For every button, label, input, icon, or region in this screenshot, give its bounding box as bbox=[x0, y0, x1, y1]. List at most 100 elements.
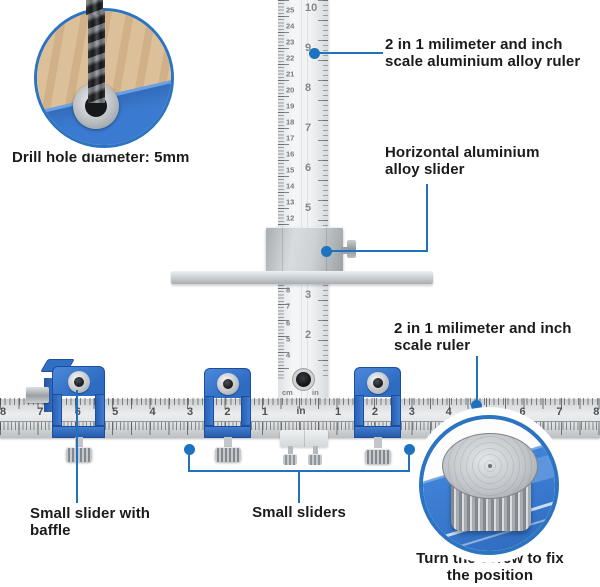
screw-stem bbox=[74, 437, 83, 448]
leader-line bbox=[188, 453, 190, 472]
slider-top bbox=[52, 366, 105, 396]
guide-hole bbox=[296, 372, 311, 387]
leader-line bbox=[426, 184, 428, 252]
cm-unit-label: cm bbox=[282, 388, 293, 397]
pin-hole bbox=[372, 378, 383, 388]
hruler-center-unit: in bbox=[296, 406, 306, 417]
ruler-groove bbox=[307, 0, 308, 398]
ruler-number: 4 bbox=[149, 406, 156, 418]
knurled-screw[interactable] bbox=[65, 447, 92, 462]
screw-inset-circle bbox=[419, 415, 559, 555]
drill-bit-inset-circle bbox=[34, 8, 174, 148]
ruler-number: 5 bbox=[112, 406, 119, 418]
bracket-seam bbox=[304, 430, 305, 447]
knurled-screw-top bbox=[442, 433, 538, 499]
ruler-number: 7 bbox=[556, 406, 563, 418]
knurled-screw[interactable] bbox=[214, 447, 241, 462]
ruler-number: 3 bbox=[305, 289, 312, 301]
ruler-number: 18 bbox=[286, 117, 295, 127]
screw-stem bbox=[223, 437, 232, 448]
leader-line bbox=[76, 390, 78, 503]
slider-rail bbox=[391, 395, 401, 426]
drill-bit-photo bbox=[37, 11, 171, 145]
pin-hole bbox=[222, 379, 233, 389]
vruler-annotation: 2 in 1 milimeter and inch scale aluminiu… bbox=[385, 36, 581, 70]
inch-fine-tick-marks bbox=[0, 398, 600, 405]
ruler-number: 5 bbox=[482, 406, 489, 418]
ruler-number: 3 bbox=[186, 406, 194, 418]
inch-unit-label: in bbox=[312, 388, 319, 397]
ruler-number: 24 bbox=[286, 21, 295, 31]
bracket-screw[interactable] bbox=[308, 454, 322, 465]
leader-dot bbox=[471, 400, 482, 411]
bottom-bracket bbox=[280, 430, 328, 447]
slider-knob[interactable] bbox=[347, 240, 356, 258]
mm-fine-tick-marks bbox=[0, 422, 600, 430]
turn-screw-annotation: Turn the screw to fix the position bbox=[416, 550, 564, 584]
knurled-screw[interactable] bbox=[364, 449, 391, 464]
screw-stem bbox=[373, 437, 382, 448]
ruler-number: 8 bbox=[0, 406, 7, 418]
ruler-groove bbox=[300, 0, 302, 398]
ruler-number: 6 bbox=[519, 406, 526, 418]
ruler-number: 8 bbox=[305, 82, 312, 94]
ruler-number: 6 bbox=[286, 318, 291, 328]
leader-line bbox=[315, 52, 383, 54]
leader-dot bbox=[309, 48, 320, 59]
bracket-screw-stem bbox=[313, 446, 318, 455]
hruler-annotation: 2 in 1 milimeter and inch scale ruler bbox=[394, 320, 572, 354]
ruler-number: 2 bbox=[224, 406, 231, 418]
leader-line bbox=[328, 250, 428, 252]
washer bbox=[67, 371, 90, 393]
pin-hole bbox=[73, 377, 84, 387]
ruler-number: 5 bbox=[305, 202, 312, 214]
washer bbox=[216, 373, 239, 395]
ruler-number: 14 bbox=[286, 181, 295, 191]
drill-hole-annotation: Drill hole diameter: 5mm bbox=[12, 149, 190, 166]
ruler-number: 25 bbox=[286, 5, 295, 15]
slider-a-baffle-plate bbox=[44, 378, 55, 412]
screw-photo bbox=[423, 419, 555, 551]
drill-bit-top bbox=[86, 0, 103, 15]
ruler-number: 9 bbox=[305, 42, 312, 54]
bracket-screw[interactable] bbox=[283, 454, 297, 465]
ruler-number: 22 bbox=[286, 53, 295, 63]
slider-a-baffle-bolt[interactable] bbox=[26, 387, 49, 403]
leader-dot bbox=[184, 444, 195, 455]
ruler-number: 4 bbox=[286, 350, 291, 360]
hslider-annotation: Horizontal aluminium alloy slider bbox=[385, 144, 540, 178]
ruler-number: 23 bbox=[286, 37, 295, 47]
ruler-number: 15 bbox=[286, 165, 295, 175]
ruler-number: 7 bbox=[286, 301, 291, 311]
screw-center-mark bbox=[488, 464, 492, 468]
slider-seam bbox=[282, 227, 283, 278]
ruler-number: 16 bbox=[286, 149, 295, 159]
small-slider-with-baffle[interactable] bbox=[52, 366, 105, 462]
small-slider[interactable] bbox=[354, 367, 401, 464]
ruler-number: 7 bbox=[305, 122, 312, 134]
leader-line bbox=[298, 470, 300, 503]
slider-top bbox=[204, 368, 251, 398]
ruler-number: 3 bbox=[408, 406, 415, 418]
washer bbox=[366, 372, 389, 394]
ruler-number: 8 bbox=[286, 285, 291, 295]
slider-rail bbox=[95, 394, 105, 426]
ruler-number: 21 bbox=[286, 69, 295, 79]
ruler-number: 12 bbox=[286, 213, 295, 223]
drill-bit bbox=[88, 11, 105, 103]
ruler-number: 1 bbox=[334, 406, 342, 418]
ruler-number: 13 bbox=[286, 197, 295, 207]
scale-divider bbox=[0, 421, 600, 422]
small-slider[interactable] bbox=[204, 368, 251, 462]
slider-rail bbox=[354, 395, 364, 426]
ruler-number: 6 bbox=[305, 162, 312, 174]
slider-top bbox=[354, 367, 401, 397]
leader-dot bbox=[321, 246, 332, 257]
baffle-plate bbox=[171, 271, 433, 284]
ruler-number: 2 bbox=[305, 329, 312, 341]
slider-baffle-annotation: Small slider with baffle bbox=[30, 505, 151, 539]
leader-line bbox=[476, 356, 478, 404]
ruler-number: 8 bbox=[593, 406, 600, 418]
ruler-number: 19 bbox=[286, 101, 295, 111]
